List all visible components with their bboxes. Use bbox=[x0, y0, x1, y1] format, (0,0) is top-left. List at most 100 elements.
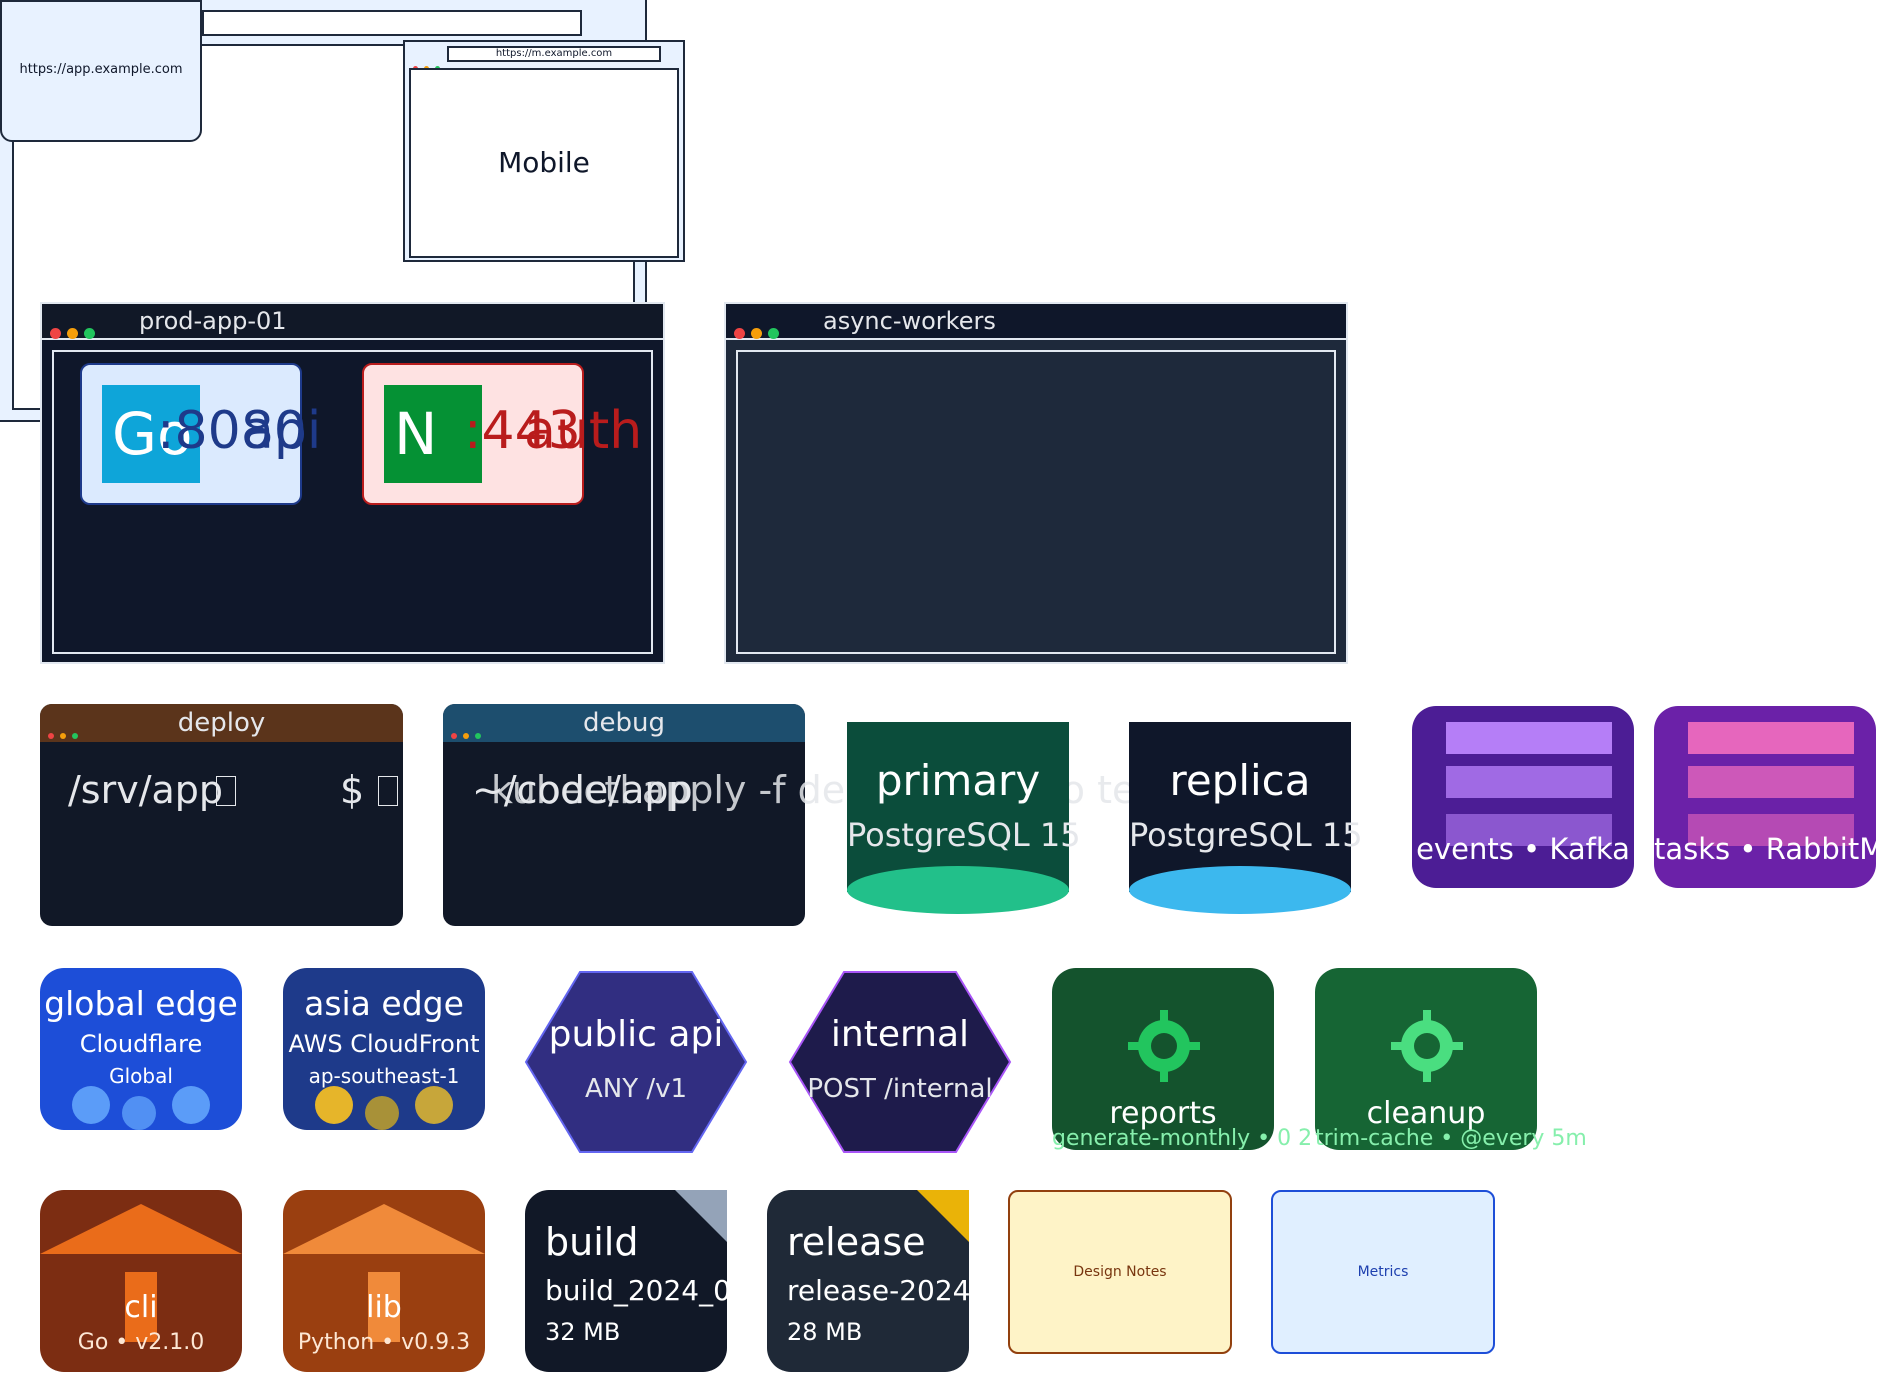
cronjob-name: reports bbox=[1109, 1096, 1217, 1131]
package-name: lib bbox=[366, 1290, 402, 1325]
edge-node-icon bbox=[315, 1086, 353, 1124]
service-card-api[interactable]: Go :8080 api bbox=[80, 363, 321, 505]
host-title-bar: prod-app-01 bbox=[42, 304, 663, 340]
terminal-debug[interactable]: debug ~/code/app kubectl apply -f deploy… bbox=[443, 704, 1243, 926]
host-title: async-workers bbox=[823, 307, 996, 335]
minimize-dot-icon[interactable] bbox=[67, 328, 78, 339]
note-label: Metrics bbox=[1357, 1264, 1409, 1280]
cursor-icon bbox=[216, 776, 236, 806]
package-name: cli bbox=[124, 1290, 158, 1325]
cronjob-cleanup[interactable]: cleanup trim-cache • @every 5m bbox=[1315, 968, 1587, 1151]
cron-clock-icon bbox=[1128, 1010, 1200, 1082]
database-replica[interactable]: replica PostgreSQL 15 bbox=[1129, 722, 1363, 914]
database-base-icon bbox=[847, 866, 1069, 914]
cdn-provider: Cloudflare bbox=[79, 1030, 203, 1058]
terminal-title-bar: debug bbox=[443, 704, 805, 742]
close-dot-icon[interactable] bbox=[451, 733, 457, 739]
artifact-release[interactable]: release release-2024-05.zip 28 MB bbox=[767, 1190, 1065, 1372]
host-title-bar: async-workers bbox=[726, 304, 1346, 340]
minimize-dot-icon[interactable] bbox=[60, 733, 66, 739]
close-dot-icon[interactable] bbox=[734, 328, 745, 339]
queue-label: tasks • RabbitMQ bbox=[1654, 832, 1900, 866]
package-meta: Python • v0.9.3 bbox=[297, 1330, 471, 1355]
artifact-kind: build bbox=[545, 1220, 639, 1264]
service-port: :8080 bbox=[157, 401, 307, 461]
package-door-icon bbox=[125, 1272, 157, 1342]
database-name: replica bbox=[1169, 756, 1311, 805]
cdn-region: ap-southeast-1 bbox=[308, 1064, 460, 1088]
desktop-url-card[interactable]: https://app.example.com bbox=[0, 0, 202, 142]
terminal-path: ~/code/app bbox=[472, 768, 693, 812]
database-body bbox=[1129, 722, 1351, 892]
cronjob-reports[interactable]: reports generate-monthly • 0 2 * * * bbox=[1052, 968, 1366, 1151]
gateway-route: ANY /v1 bbox=[584, 1074, 688, 1104]
close-dot-icon[interactable] bbox=[50, 328, 61, 339]
terminal-title-bar: deploy bbox=[40, 704, 403, 742]
file-corner-fold-icon bbox=[675, 1190, 727, 1242]
artifact-kind: release bbox=[787, 1220, 926, 1264]
queue-message-icon bbox=[1446, 722, 1612, 754]
cronjob-schedule: trim-cache • @every 5m bbox=[1315, 1126, 1587, 1151]
gateway-route: POST /internal bbox=[807, 1074, 993, 1104]
artifact-build[interactable]: build build_2024_05.tar.gz 32 MB bbox=[525, 1190, 836, 1372]
cronjob-name: cleanup bbox=[1366, 1096, 1486, 1131]
gateway-name: internal bbox=[830, 1014, 970, 1055]
desktop-url-bar[interactable] bbox=[202, 10, 582, 36]
database-base-icon bbox=[1129, 866, 1351, 914]
gateway-name: public api bbox=[548, 1014, 724, 1055]
mobile-label: Mobile bbox=[498, 146, 590, 179]
cron-clock-icon bbox=[1391, 1010, 1463, 1082]
cdn-asia-edge[interactable]: asia edge AWS CloudFront ap-southeast-1 bbox=[283, 968, 485, 1130]
maximize-dot-icon[interactable] bbox=[475, 733, 481, 739]
note-metrics[interactable]: Metrics bbox=[1271, 1190, 1495, 1354]
edge-node-icon bbox=[415, 1086, 453, 1124]
host-async-workers: async-workers bbox=[724, 302, 1348, 664]
terminal-path: /srv/app bbox=[68, 768, 224, 812]
cdn-provider: AWS CloudFront bbox=[288, 1030, 480, 1058]
cursor-icon bbox=[378, 776, 398, 806]
edge-node-icon bbox=[122, 1096, 156, 1130]
note-design-notes[interactable]: Design Notes bbox=[1008, 1190, 1232, 1354]
close-dot-icon[interactable] bbox=[48, 733, 54, 739]
package-cli[interactable]: cli Go • v2.1.0 bbox=[40, 1190, 242, 1372]
cdn-global-edge[interactable]: global edge Cloudflare Global bbox=[40, 968, 242, 1130]
package-meta: Go • v2.1.0 bbox=[77, 1330, 205, 1355]
host-body bbox=[736, 350, 1336, 654]
mobile-url-bar[interactable]: https://m.example.com bbox=[447, 46, 661, 62]
database-engine: PostgreSQL 15 bbox=[847, 816, 1081, 854]
service-name: api bbox=[242, 401, 322, 461]
minimize-dot-icon[interactable] bbox=[463, 733, 469, 739]
service-card-auth[interactable]: N :443 auth bbox=[362, 363, 642, 505]
terminal-deploy[interactable]: deploy /srv/app $ bbox=[40, 704, 403, 926]
database-engine: PostgreSQL 15 bbox=[1129, 816, 1363, 854]
edge-node-icon bbox=[72, 1086, 110, 1124]
database-primary[interactable]: primary PostgreSQL 15 bbox=[847, 722, 1081, 914]
minimize-dot-icon[interactable] bbox=[751, 328, 762, 339]
queue-events[interactable]: events • Kafka bbox=[1412, 706, 1634, 888]
artifact-size: 32 MB bbox=[545, 1318, 621, 1346]
gateway-public-api[interactable]: public api ANY /v1 bbox=[524, 970, 748, 1154]
service-name: auth bbox=[524, 401, 643, 461]
maximize-dot-icon[interactable] bbox=[84, 328, 95, 339]
gateway-internal[interactable]: internal POST /internal bbox=[788, 970, 1012, 1154]
host-prod-app-01: prod-app-01 Go :8080 api N :443 auth bbox=[40, 302, 665, 664]
artifact-size: 28 MB bbox=[787, 1318, 863, 1346]
package-door-icon bbox=[368, 1272, 400, 1342]
package-roof-icon bbox=[40, 1204, 242, 1254]
queue-tasks[interactable]: tasks • RabbitMQ bbox=[1654, 706, 1900, 888]
database-name: primary bbox=[875, 756, 1041, 805]
terminal-title: debug bbox=[583, 708, 665, 738]
hexagon-shape bbox=[788, 971, 1012, 1153]
queue-message-icon bbox=[1688, 766, 1854, 798]
maximize-dot-icon[interactable] bbox=[72, 733, 78, 739]
maximize-dot-icon[interactable] bbox=[768, 328, 779, 339]
hexagon-shape bbox=[524, 971, 748, 1153]
terminal-title: deploy bbox=[177, 708, 266, 738]
package-lib[interactable]: lib Python • v0.9.3 bbox=[283, 1190, 485, 1372]
note-label: Design Notes bbox=[1073, 1264, 1167, 1280]
cdn-region: Global bbox=[109, 1064, 173, 1088]
cdn-name: global edge bbox=[44, 984, 238, 1023]
service-port: :443 bbox=[464, 401, 581, 461]
edge-node-icon bbox=[172, 1086, 210, 1124]
host-body bbox=[52, 350, 653, 654]
